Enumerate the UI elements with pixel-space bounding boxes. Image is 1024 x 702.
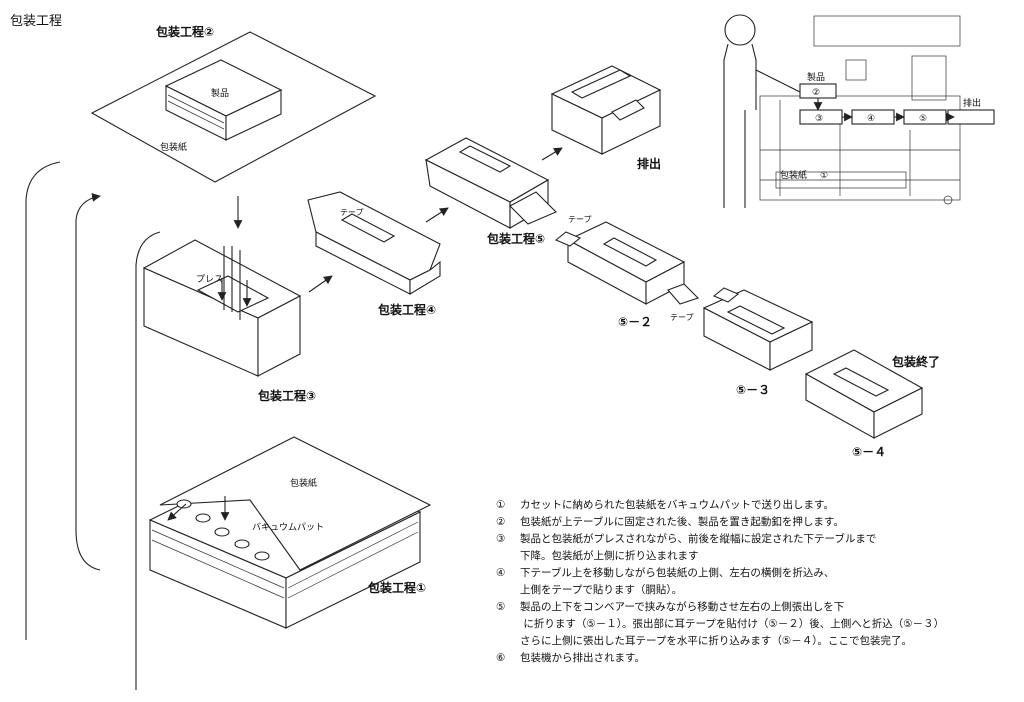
stage5-3-tape-label: テープ (670, 313, 694, 322)
machine-paper-label: 包装紙 (780, 169, 807, 181)
machine-overview: 製品 ② ③ ④ ⑤ 排出 包装紙 ① (723, 14, 995, 208)
step-number: ⑤ (496, 601, 506, 613)
stage5-2-label: ⑤－２ (618, 315, 652, 329)
machine-station1: ① (820, 171, 828, 181)
stage5-4-illustration (804, 349, 924, 439)
stage5-2-illustration: テープ (554, 215, 700, 305)
step-text: 製品と包装紙がプレスされながら、前後を縦幅に設定された下テーブルまで 下降。包装… (520, 533, 877, 562)
discharge-label: 排出 (637, 156, 661, 171)
stage4-tape-label: テープ (340, 208, 364, 217)
stage2-product-label: 製品 (211, 87, 229, 99)
step-list: ① カセットに納められた包装紙をバキュウムパットで送り出します。 ② 包装紙が上… (496, 497, 1016, 667)
vacuum-pad-label: バキュウムパット (252, 522, 324, 533)
machine-station4: ④ (867, 114, 875, 124)
step-text: 下テーブル上を移動しながら包装紙の上側、左右の横側を折込み、 上側をテープで貼り… (520, 567, 835, 596)
stage2-paper-label: 包装紙 (160, 141, 187, 153)
machine-station2: ② (812, 88, 820, 98)
stage4-illustration: テープ (307, 191, 441, 295)
stage5-3-illustration: テープ (670, 287, 814, 371)
step-text: カセットに納められた包装紙をバキュウムパットで送り出します。 (520, 499, 834, 511)
stage2-illustration: 製品 包装紙 (90, 31, 377, 183)
stage5-2-tape-label: テープ (568, 215, 592, 224)
stage5-label: 包装工程⑤ (486, 231, 545, 246)
step-text: 包装紙が上テーブルに固定された後、製品を置き起動釦を押します。 (520, 516, 844, 528)
stage2-label: 包装工程② (155, 24, 214, 39)
machine-discharge: 排出 (963, 97, 981, 109)
machine-station3: ③ (815, 114, 823, 124)
stage1-paper-label: 包装紙 (290, 477, 317, 489)
step-number: ④ (496, 567, 506, 579)
stage1-label: 包装工程① (367, 580, 426, 595)
machine-product-label: 製品 (807, 71, 825, 83)
machine-station5: ⑤ (919, 114, 927, 124)
press-label: プレス (196, 274, 223, 285)
stage5-4-label: ⑤－４ (852, 445, 886, 459)
discharge-illustration (550, 65, 662, 155)
stage3-label: 包装工程③ (257, 388, 316, 403)
step-text: 包装機から排出されます。 (520, 652, 645, 664)
step-item: ① カセットに納められた包装紙をバキュウムパットで送り出します。 (496, 497, 1016, 514)
stage1-illustration: 包装紙 バキュウムパット (148, 436, 432, 629)
step-item: ⑥ 包装機から排出されます。 (496, 650, 1016, 667)
step-number: ② (496, 516, 506, 528)
step-number: ③ (496, 533, 506, 545)
stage5-3-label: ⑤－３ (736, 383, 770, 397)
step-item: ② 包装紙が上テーブルに固定された後、製品を置き起動釦を押します。 (496, 514, 1016, 531)
finished-label: 包装終了 (891, 354, 940, 369)
step-item: ④ 下テーブル上を移動しながら包装紙の上側、左右の横側を折込み、 上側をテープで… (496, 565, 1016, 599)
return-loop (25, 161, 161, 690)
page-title: 包装工程 (10, 14, 62, 29)
step-text: 製品の上下をコンベアーで挟みながら移動させ左右の上側張出しを下 に折ります（⑤－… (520, 601, 945, 647)
stage5-illustration (424, 137, 557, 229)
stage3-illustration: プレス (142, 239, 302, 377)
stage4-label: 包装工程④ (377, 302, 436, 317)
step-item: ③ 製品と包装紙がプレスされながら、前後を縦幅に設定された下テーブルまで 下降。… (496, 531, 1016, 565)
step-number: ① (496, 499, 506, 511)
step-number: ⑥ (496, 652, 506, 664)
step-item: ⑤ 製品の上下をコンベアーで挟みながら移動させ左右の上側張出しを下 に折ります（… (496, 599, 1016, 650)
